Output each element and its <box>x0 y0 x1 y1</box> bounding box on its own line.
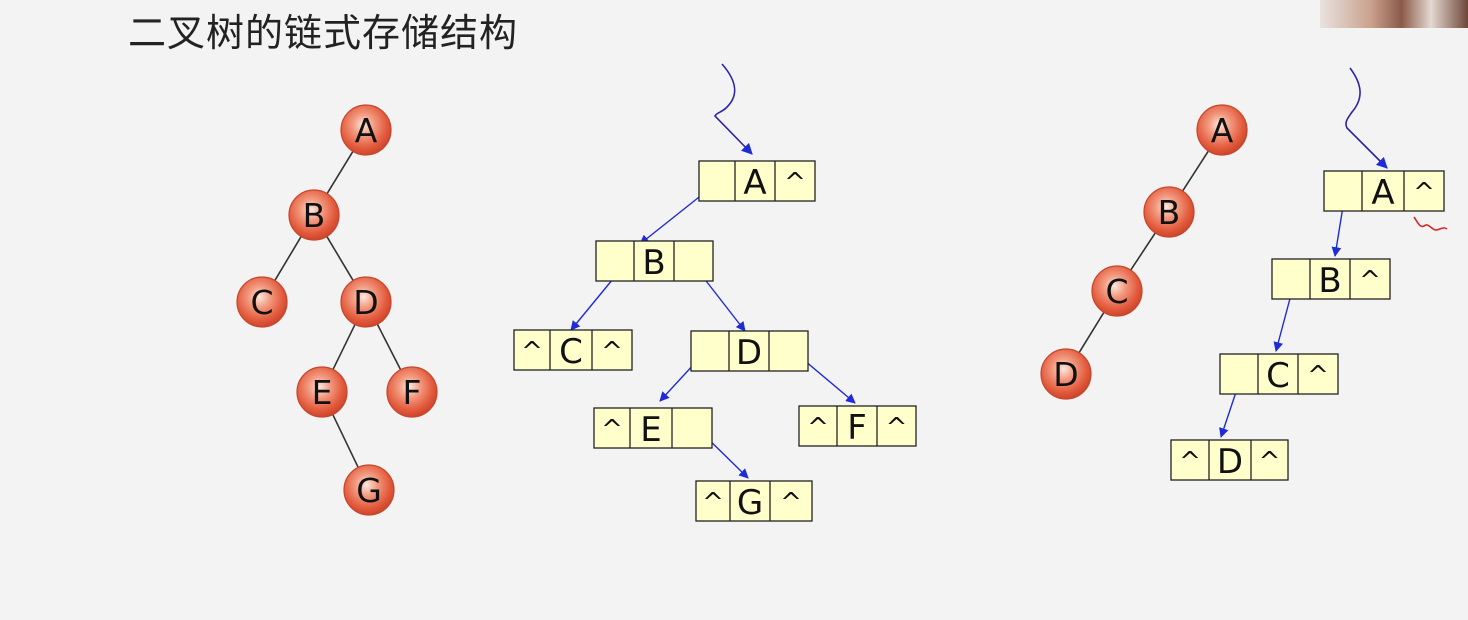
tree_left-edge-b-d <box>326 236 354 281</box>
linked_left-rchild-field: ^ <box>601 337 623 367</box>
tree_left-node-a: A <box>340 104 392 156</box>
tree_left-edge-a-b <box>326 150 354 195</box>
tree_right-node-label: A <box>1211 111 1234 150</box>
tree_left-node-circle <box>340 104 392 156</box>
linked_right-data-field: B <box>1318 261 1341 301</box>
root-pointer-left <box>714 63 753 155</box>
tree_left-node-label: B <box>303 196 326 235</box>
tree_left-node-b: B <box>288 189 340 241</box>
tree_left-node-label: C <box>250 283 273 322</box>
linked_right-node-a: A^ <box>1323 170 1445 213</box>
tree_left-node-c: C <box>236 276 288 328</box>
linked_right-node-box <box>1219 353 1339 395</box>
linked_right-node-c: C^ <box>1219 353 1339 396</box>
tree_right-node-circle <box>1196 104 1248 156</box>
tree_left-node-d: D <box>340 276 392 328</box>
linked_right-rchild-field: ^ <box>1259 447 1281 477</box>
linked_left-node-e: ^E <box>593 407 713 450</box>
linked_left-data-field: C <box>559 332 583 372</box>
tree_right-node-circle <box>1143 186 1195 238</box>
linked_left-rchild-field: ^ <box>784 168 806 198</box>
tree_left-node-label: A <box>355 111 378 150</box>
linked_right-node-d: ^ D ^ <box>1170 439 1289 482</box>
tree_left-node-circle <box>343 464 395 516</box>
tree_right-node-c: C <box>1091 265 1143 317</box>
linked_left-data-field: E <box>640 410 661 450</box>
webcam-overlay <box>1320 0 1468 28</box>
tree_left-node-f: F <box>386 366 438 418</box>
tree_left-node-circle <box>340 276 392 328</box>
tree_left-node-e: E <box>296 366 348 418</box>
tree_left-node-label: E <box>312 373 333 412</box>
tree_left-node-circle <box>296 366 348 418</box>
linked_right-node-box <box>1323 170 1445 212</box>
tree_right-node-d: D <box>1040 348 1092 400</box>
linked_right-rchild-field: ^ <box>1359 266 1381 296</box>
linked_left-lchild-field: ^ <box>702 488 724 518</box>
tree_right-node-a: A <box>1196 104 1248 156</box>
tree_left-node-g: G <box>343 464 395 516</box>
tree_left-node-label: D <box>353 283 378 322</box>
tree_left-edge-d-f <box>376 323 402 371</box>
tree_right-edge-c-d <box>1078 311 1105 354</box>
linked_right-data-field: A <box>1371 173 1394 213</box>
linked_left-lchild-field: ^ <box>521 337 543 367</box>
tree_right-edge-b-c <box>1130 232 1156 271</box>
tree_right-node-label: C <box>1105 272 1128 311</box>
tree_right-node-b: B <box>1143 186 1195 238</box>
linked_left-rchild-field: ^ <box>780 488 802 518</box>
linked_left-node-f: ^ F ^ <box>798 405 917 448</box>
tree_left-edge-b-c <box>274 236 302 281</box>
linked_left-data-field: F <box>847 408 867 448</box>
slide-title: 二叉树的链式存储结构 <box>128 11 519 55</box>
tree_left-node-label: G <box>356 471 382 510</box>
tree_left-node-label: F <box>403 373 422 412</box>
linked_left-node-g: ^ G ^ <box>695 480 813 523</box>
linked_left-node-box <box>698 160 816 202</box>
linked_left-node-d: D <box>690 330 809 373</box>
linked_right-node-box <box>1271 258 1391 300</box>
tree_right-edge-a-b <box>1181 150 1210 192</box>
tree_left-node-circle <box>386 366 438 418</box>
tree_right-node-label: D <box>1053 355 1078 394</box>
linked_left-node-c: ^ C ^ <box>513 329 633 372</box>
linked_right-pointer-b-c <box>1273 290 1293 352</box>
tree_left-edge-e-g <box>332 414 359 468</box>
linked_left-data-field: B <box>642 243 665 283</box>
squiggle-mark <box>1413 216 1448 231</box>
linked_left-node-a: A^ <box>698 160 816 203</box>
linked_left-node-box <box>513 329 633 371</box>
tree_right-node-label: B <box>1158 193 1181 232</box>
linked_left-data-field: A <box>743 163 766 203</box>
linked_right-rchild-field: ^ <box>1307 361 1329 391</box>
linked_left-data-field: G <box>737 483 763 523</box>
linked_left-data-field: D <box>736 333 762 373</box>
linked_left-node-box <box>695 480 813 522</box>
tree_left-edge-d-e <box>332 324 356 370</box>
linked_left-node-box <box>690 330 809 372</box>
linked_right-node-box <box>1170 439 1289 481</box>
linked_right-data-field: C <box>1266 356 1290 396</box>
tree_right-node-circle <box>1040 348 1092 400</box>
linked_right-rchild-field: ^ <box>1413 178 1435 208</box>
tree_left-node-circle <box>288 189 340 241</box>
root-pointer-right <box>1345 67 1388 169</box>
linked_left-rchild-field: ^ <box>886 413 908 443</box>
linked_left-node-box <box>798 405 917 447</box>
linked_left-node-b: B <box>595 240 714 283</box>
linked_left-node-box <box>595 240 714 282</box>
tree_left-node-circle <box>236 276 288 328</box>
linked_left-node-box <box>593 407 713 449</box>
tree_right-node-circle <box>1091 265 1143 317</box>
linked_right-lchild-field: ^ <box>1179 447 1201 477</box>
linked_right-data-field: D <box>1217 442 1243 482</box>
linked_right-node-b: B^ <box>1271 258 1391 301</box>
linked_left-lchild-field: ^ <box>807 413 829 443</box>
linked_left-lchild-field: ^ <box>601 415 623 445</box>
